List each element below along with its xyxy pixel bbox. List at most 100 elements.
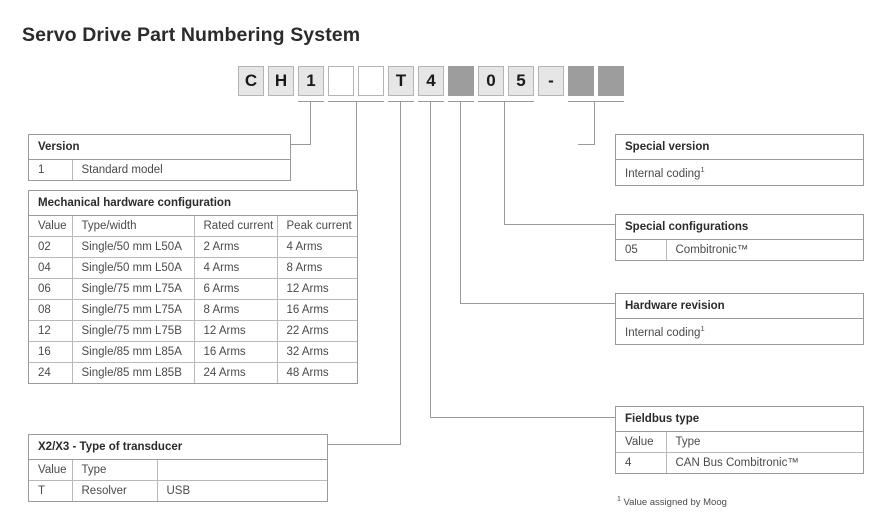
col-value: Value <box>29 460 73 481</box>
mechanical-table-grid: Value Type/width Rated current Peak curr… <box>29 216 357 383</box>
page-title: Servo Drive Part Numbering System <box>22 24 361 46</box>
leader-version-horiz <box>290 144 311 145</box>
table-row: T Resolver USB <box>29 480 327 501</box>
leader-mechanical-vert <box>356 101 357 192</box>
cell-rated: 8 Arms <box>194 299 278 321</box>
table-row: 08 Single/75 mm L75A 8 Arms 16 Arms <box>29 299 357 321</box>
code-box-10[interactable]: 5 <box>508 66 534 96</box>
hardware-revision-header: Hardware revision <box>616 294 863 319</box>
code-box-2[interactable]: H <box>268 66 294 96</box>
cell-type: Single/75 mm L75A <box>72 299 195 321</box>
cell-rated: 2 Arms <box>194 236 278 258</box>
leader-tick-box3 <box>298 101 324 102</box>
leader-fieldbus-vert <box>430 101 431 417</box>
leader-tick-box9-10 <box>478 101 534 102</box>
col-type: Type <box>72 460 158 481</box>
special-version-row: Internal coding1 <box>616 160 863 185</box>
transducer-table: X2/X3 - Type of transducer Value Type T … <box>28 434 328 502</box>
cell-description: Combitronic™ <box>675 244 749 256</box>
cell-type: Single/75 mm L75B <box>72 320 195 342</box>
fieldbus-table: Fieldbus type Value Type 4 CAN Bus Combi… <box>615 406 864 474</box>
cell-rated: 4 Arms <box>194 257 278 279</box>
cell-rated: 16 Arms <box>194 341 278 363</box>
cell-value: 04 <box>29 257 73 279</box>
code-box-9[interactable]: 0 <box>478 66 504 96</box>
code-box-7[interactable]: 4 <box>418 66 444 96</box>
cell-value: 24 <box>29 362 73 383</box>
footnote-text: Value assigned by Moog <box>620 497 727 509</box>
code-box-12[interactable] <box>568 66 594 96</box>
leader-version-vert <box>310 101 311 144</box>
cell-type: Single/50 mm L50A <box>72 257 195 279</box>
col-type-width: Type/width <box>72 216 195 237</box>
table-row: 12 Single/75 mm L75B 12 Arms 22 Arms <box>29 320 357 342</box>
table-row: 16 Single/85 mm L85A 16 Arms 32 Arms <box>29 341 357 363</box>
cell-peak: 8 Arms <box>277 257 357 279</box>
leader-transducer-vert <box>400 101 401 444</box>
version-table-header: Version <box>29 135 290 160</box>
leader-specialver-horiz <box>578 144 595 145</box>
special-version-header: Special version <box>616 135 863 160</box>
cell-value: 08 <box>29 299 73 321</box>
leader-hwrev-vert <box>460 101 461 303</box>
leader-specialconf-horiz <box>504 224 615 225</box>
table-row: 02 Single/50 mm L50A 2 Arms 4 Arms <box>29 236 357 258</box>
hardware-revision-table: Hardware revision Internal coding1 <box>615 293 864 345</box>
cell-peak: 48 Arms <box>286 367 329 379</box>
special-configurations-table: Special configurations 05 Combitronic™ <box>615 214 864 261</box>
code-box-6[interactable]: T <box>388 66 414 96</box>
mechanical-table-header: Mechanical hardware configuration <box>29 191 357 216</box>
table-row: 4 CAN Bus Combitronic™ <box>616 452 863 473</box>
table-header-row: Value Type/width Rated current Peak curr… <box>29 216 357 237</box>
leader-transducer-horiz <box>327 444 401 445</box>
cell-value: 05 <box>616 240 667 260</box>
table-row: 04 Single/50 mm L50A 4 Arms 8 Arms <box>29 257 357 279</box>
cell-peak: 16 Arms <box>277 299 357 321</box>
hardware-revision-text: Internal coding <box>625 326 701 339</box>
version-description: Standard model <box>81 164 163 176</box>
cell-value: T <box>29 480 73 501</box>
table-row: 1 Standard model <box>29 160 290 180</box>
version-value: 1 <box>29 160 73 180</box>
leader-specialconf-vert <box>504 101 505 224</box>
leader-tick-box8 <box>448 101 474 102</box>
cell-rated: 12 Arms <box>194 320 278 342</box>
leader-tick-box7 <box>418 101 444 102</box>
leader-specialver-vert <box>594 101 595 144</box>
code-box-5[interactable] <box>358 66 384 96</box>
cell-type: Single/85 mm L85B <box>72 362 195 383</box>
footnote-marker: 1 <box>700 165 705 174</box>
leader-fieldbus-horiz <box>430 417 615 418</box>
footnote-marker: 1 <box>700 324 705 333</box>
code-box-1[interactable]: C <box>238 66 264 96</box>
cell-peak: 12 Arms <box>277 278 357 300</box>
code-box-separator: - <box>538 66 564 96</box>
cell-rated: 24 Arms <box>194 362 278 383</box>
table-row: 06 Single/75 mm L75A 6 Arms 12 Arms <box>29 278 357 300</box>
footnote: 1 Value assigned by Moog <box>617 496 727 508</box>
footnote-marker: 1 <box>617 496 621 503</box>
col-type: Type <box>666 432 863 453</box>
code-box-13[interactable] <box>598 66 624 96</box>
cell-peak: 4 Arms <box>277 236 357 258</box>
col-rated-current: Rated current <box>194 216 278 237</box>
cell-type: Single/50 mm L50A <box>72 236 195 258</box>
fieldbus-header: Fieldbus type <box>616 407 863 432</box>
leader-hwrev-horiz <box>460 303 615 304</box>
special-configurations-header: Special configurations <box>616 215 863 240</box>
special-version-text: Internal coding <box>625 167 701 180</box>
version-table: Version 1 Standard model <box>28 134 291 181</box>
cell-value: 02 <box>29 236 73 258</box>
cell-interface: USB <box>166 485 191 497</box>
cell-value: 16 <box>29 341 73 363</box>
cell-value: 12 <box>29 320 73 342</box>
cell-type: Single/75 mm L75A <box>72 278 195 300</box>
hardware-revision-row: Internal coding1 <box>616 319 863 344</box>
code-box-8[interactable] <box>448 66 474 96</box>
code-box-3[interactable]: 1 <box>298 66 324 96</box>
special-version-table: Special version Internal coding1 <box>615 134 864 186</box>
table-header-row: Value Type <box>29 460 327 481</box>
leader-tick-box12-13 <box>568 101 624 102</box>
code-box-4[interactable] <box>328 66 354 96</box>
col-value: Value <box>29 216 73 237</box>
